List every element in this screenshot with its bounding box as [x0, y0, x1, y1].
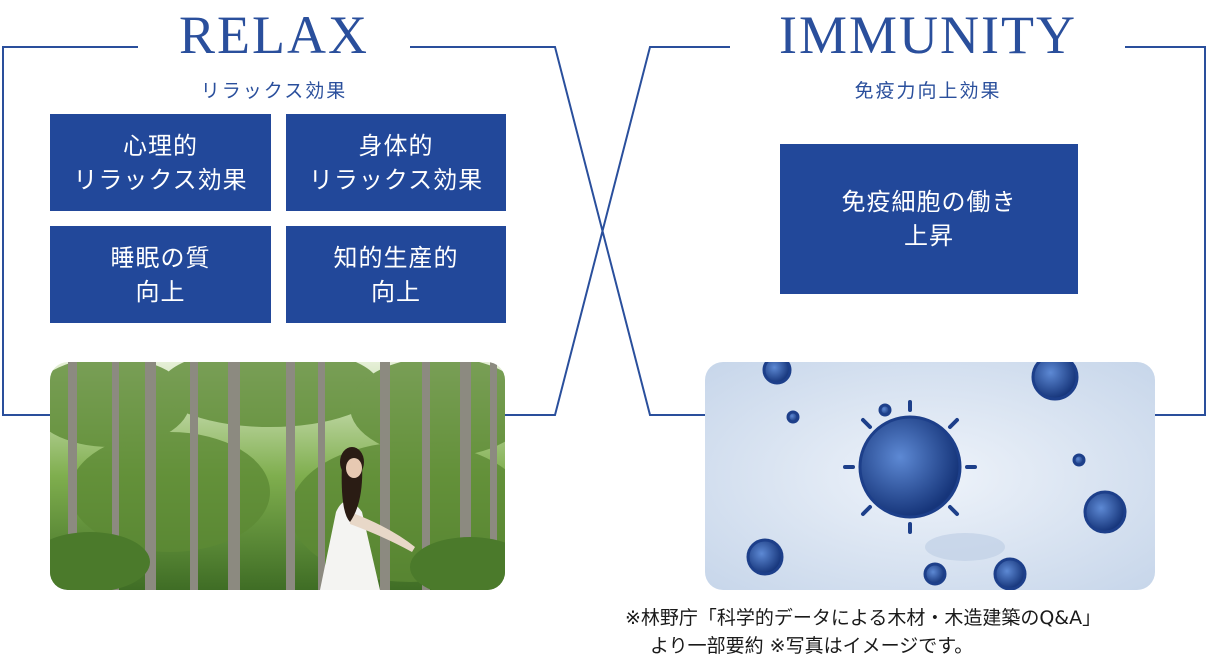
tile-intellectual-productivity: 知的生産的 向上 [286, 226, 506, 323]
relax-frame-left [2, 46, 138, 416]
tile-psychological-relax: 心理的 リラックス効果 [50, 114, 271, 211]
immunity-subtitle: 免疫力向上効果 [854, 80, 1002, 102]
tile-line: 向上 [371, 277, 421, 306]
tile-sleep-quality: 睡眠の質 向上 [50, 226, 271, 323]
tile-line: 心理的 [123, 131, 198, 160]
tile-line: リラックス効果 [73, 165, 248, 194]
tile-line: 睡眠の質 [110, 243, 211, 272]
relax-title: RELAX [179, 5, 369, 65]
tile-line: リラックス効果 [308, 165, 484, 194]
tile-line: 身体的 [358, 131, 434, 160]
footnote-line-2: より一部要約 ※写真はイメージです。 [650, 635, 974, 657]
forest-woman-photo [50, 362, 505, 590]
tile-line: 上昇 [904, 222, 954, 250]
tile-line: 知的生産的 [333, 243, 459, 272]
cross-line-immunity [505, 46, 730, 416]
tile-immune-cell-activity: 免疫細胞の働き 上昇 [780, 144, 1078, 294]
relax-subtitle: リラックス効果 [200, 80, 348, 102]
immunity-title: IMMUNITY [779, 5, 1077, 65]
immunity-frame-right [1125, 46, 1206, 416]
footnote-line-1: ※林野庁「科学的データによる木材・木造建築のQ&A」 [625, 607, 1102, 629]
tile-line: 向上 [135, 277, 186, 306]
tile-line: 免疫細胞の働き [841, 188, 1017, 216]
tile-physical-relax: 身体的 リラックス効果 [286, 114, 506, 211]
virus-cells-photo [705, 362, 1155, 590]
